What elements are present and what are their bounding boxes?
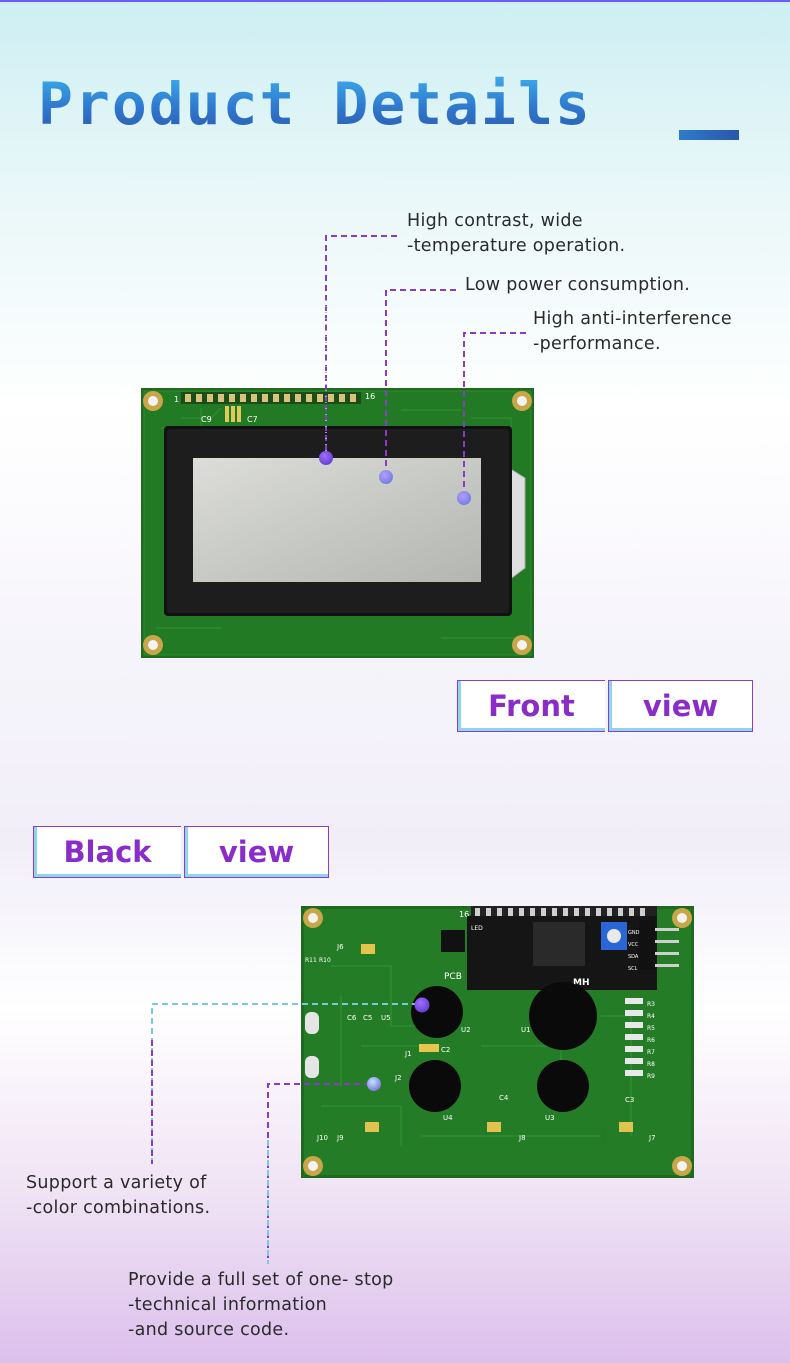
lcd-module-front: 1 16 C9 C7	[141, 388, 534, 658]
c4-label: C4	[499, 1094, 509, 1102]
j1-label: J1	[404, 1050, 412, 1058]
back-pin16-label: 16	[459, 910, 469, 919]
back-view-tag: Black view	[33, 826, 329, 878]
r10-label: R10	[319, 957, 331, 964]
u5-label: U5	[381, 1014, 391, 1022]
callout-anti-interference: High anti-interference -performance.	[533, 309, 732, 354]
top-accent-line	[0, 0, 790, 2]
j10-label: J10	[316, 1134, 328, 1142]
pin16-label: 16	[365, 392, 375, 401]
tag-view-label: view	[184, 826, 329, 878]
pin1-label: 1	[174, 395, 179, 404]
tag-view-label: view	[608, 680, 753, 732]
vcc-label: VCC	[628, 942, 639, 948]
r8-label: R8	[647, 1061, 655, 1068]
u1-label: U1	[521, 1026, 531, 1034]
callout-technical-information: Provide a full set of one- stop -technic…	[128, 1270, 394, 1340]
title-underline-bar	[679, 130, 739, 140]
tag-black-label: Black	[33, 826, 181, 878]
r9-label: R9	[647, 1073, 655, 1080]
tag-front-label: Front	[457, 680, 605, 732]
ic-blobs	[409, 982, 597, 1112]
c6-label: C6	[347, 1014, 357, 1022]
lcd-module-back: 16 LED GND VCC SDA SCL MH PCB J6 R11 R10…	[301, 906, 694, 1178]
mh-label: MH	[573, 978, 590, 988]
scl-label: SCL	[628, 966, 638, 972]
u4-label: U4	[443, 1114, 453, 1122]
c3-label: C3	[625, 1096, 634, 1104]
c2-label: C2	[441, 1046, 450, 1054]
led-label: LED	[471, 925, 483, 932]
r6-label: R6	[647, 1037, 655, 1044]
r11-label: R11	[305, 957, 317, 964]
page-title: Product Details	[38, 70, 592, 138]
u2-label: U2	[461, 1026, 471, 1034]
j6-label: J6	[336, 943, 344, 951]
r7-label: R7	[647, 1049, 655, 1056]
c9-label: C9	[201, 415, 212, 424]
c7-label: C7	[247, 415, 258, 424]
sda-label: SDA	[628, 954, 639, 960]
j2-label: J2	[394, 1074, 402, 1082]
front-view-tag: Front view	[457, 680, 753, 732]
gnd-label: GND	[628, 930, 640, 936]
r4-label: R4	[647, 1013, 655, 1020]
r3-label: R3	[647, 1001, 655, 1008]
u3-label: U3	[545, 1114, 555, 1122]
pcb-label: PCB	[444, 972, 462, 982]
j9-label: J9	[336, 1134, 344, 1142]
j7-label: J7	[648, 1134, 656, 1142]
callout-high-contrast: High contrast, wide -temperature operati…	[407, 211, 626, 256]
j8-label: J8	[518, 1134, 526, 1142]
c5-label: C5	[363, 1014, 372, 1022]
r5-label: R5	[647, 1025, 655, 1032]
callout-low-power: Low power consumption.	[465, 275, 691, 295]
callout-color-combinations: Support a variety of -color combinations…	[26, 1173, 211, 1218]
